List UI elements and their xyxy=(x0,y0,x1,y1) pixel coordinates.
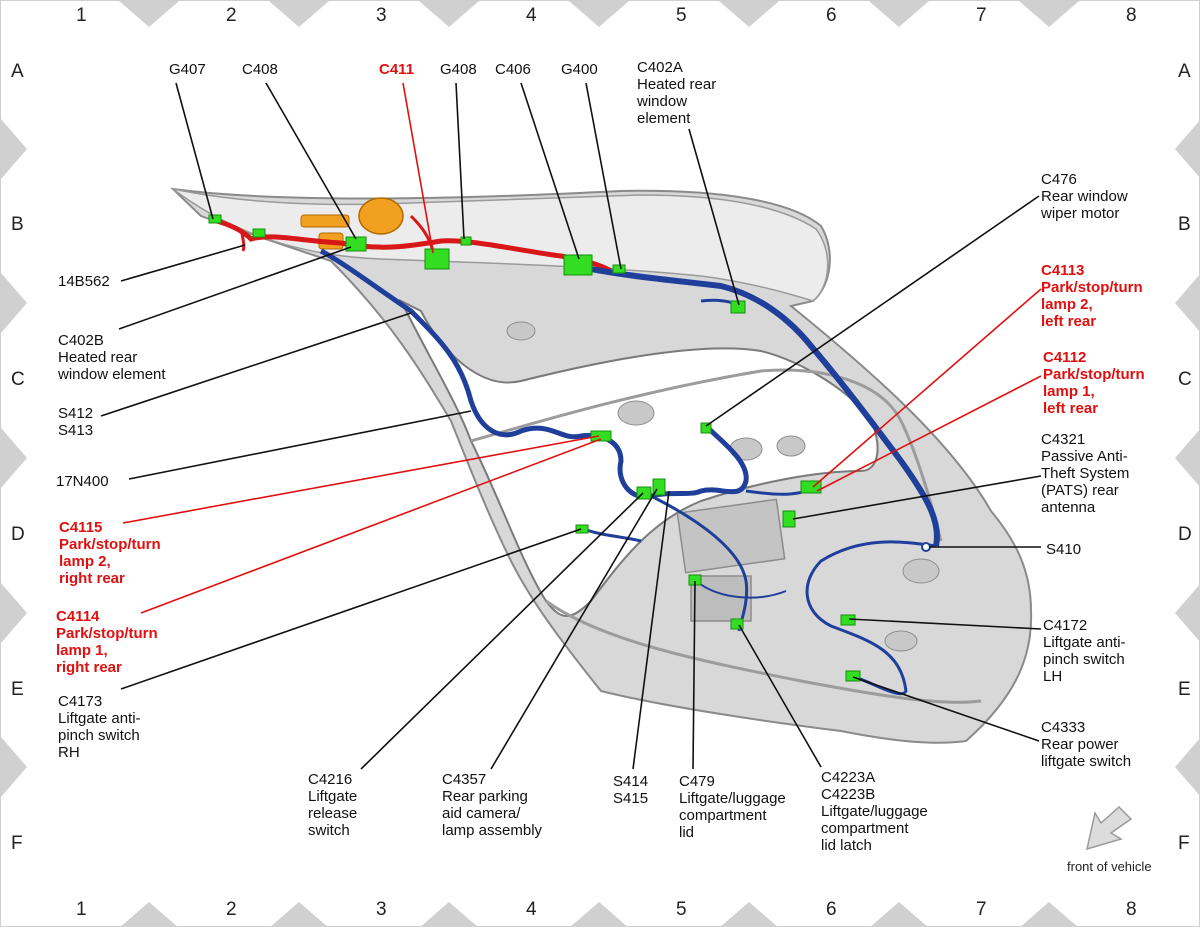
grid-column-4: 4 xyxy=(526,5,537,26)
grid-row-a: A xyxy=(11,61,24,82)
label-s410: S410 xyxy=(1046,541,1082,558)
grid-row-b-right: B xyxy=(1178,214,1191,235)
grid-column-8: 8 xyxy=(1126,5,1137,26)
grid-row-c-right: C xyxy=(1178,369,1192,390)
label-c4321: C4321 Passive Anti- Theft System (PATS) … xyxy=(1041,431,1130,516)
grid-row-d-right: D xyxy=(1178,524,1192,545)
label-c4172: C4172 Liftgate anti- pinch switch LH xyxy=(1043,617,1126,685)
grid-row-f-right: F xyxy=(1178,833,1190,854)
leader-lines-red xyxy=(122,82,1042,614)
label-g408: G408 xyxy=(440,61,477,78)
label-g400: G400 xyxy=(561,61,598,78)
label-g407: G407 xyxy=(169,61,206,78)
grid-row-d: D xyxy=(11,524,25,545)
label-s414-s415: S414 S415 xyxy=(613,773,649,807)
grid-row-c: C xyxy=(11,369,25,390)
label-c4223: C4223A C4223B Liftgate/luggage compartme… xyxy=(821,769,928,854)
grid-column-1-bottom: 1 xyxy=(76,899,87,920)
label-14b562: 14B562 xyxy=(58,273,110,290)
red-harness xyxy=(208,216,613,274)
grid-column-3: 3 xyxy=(376,5,387,26)
label-c411: C411 xyxy=(379,61,415,78)
grid-column-2-bottom: 2 xyxy=(226,899,237,920)
label-c479: C479 Liftgate/luggage compartment lid xyxy=(679,773,786,841)
grid-column-7-bottom: 7 xyxy=(976,899,987,920)
grid-column-7: 7 xyxy=(976,5,987,26)
front-of-vehicle-label: front of vehicle xyxy=(1067,859,1152,874)
front-of-vehicle-arrow-icon xyxy=(1085,805,1133,851)
label-c4113: C4113 Park/stop/turn lamp 2, left rear xyxy=(1041,262,1143,330)
grid-column-8-bottom: 8 xyxy=(1126,899,1137,920)
label-c4173: C4173 Liftgate anti- pinch switch RH xyxy=(58,693,141,761)
label-c402b: C402B Heated rear window element xyxy=(58,332,166,383)
leader-lines-black xyxy=(100,82,1042,770)
grid-column-6-bottom: 6 xyxy=(826,899,837,920)
label-17n400: 17N400 xyxy=(56,473,109,490)
label-c4112: C4112 Park/stop/turn lamp 1, left rear xyxy=(1043,349,1145,417)
grid-column-2: 2 xyxy=(226,5,237,26)
grid-column-6: 6 xyxy=(826,5,837,26)
label-c408: C408 xyxy=(242,61,278,78)
label-c406: C406 xyxy=(495,61,531,78)
label-c476: C476 Rear window wiper motor xyxy=(1041,171,1128,222)
grid-row-f: F xyxy=(11,833,23,854)
label-c4333: C4333 Rear power liftgate switch xyxy=(1041,719,1132,770)
grid-column-5-bottom: 5 xyxy=(676,899,687,920)
grid-column-5: 5 xyxy=(676,5,687,26)
label-c4357: C4357 Rear parking aid camera/ lamp asse… xyxy=(442,771,543,839)
grid-column-3-bottom: 3 xyxy=(376,899,387,920)
label-c4114: C4114 Park/stop/turn lamp 1, right rear xyxy=(56,608,158,676)
grid-column-1: 1 xyxy=(76,5,87,26)
grid-column-4-bottom: 4 xyxy=(526,899,537,920)
grid-row-b: B xyxy=(11,214,24,235)
grid-row-a-right: A xyxy=(1178,61,1191,82)
label-c4115: C4115 Park/stop/turn lamp 2, right rear xyxy=(59,519,161,587)
label-c402a: C402A Heated rear window element xyxy=(637,59,717,127)
grid-row-e: E xyxy=(11,679,24,700)
label-s412-s413: S412 S413 xyxy=(58,405,94,439)
grid-row-e-right: E xyxy=(1178,679,1191,700)
label-c4216: C4216 Liftgate release switch xyxy=(308,771,358,839)
